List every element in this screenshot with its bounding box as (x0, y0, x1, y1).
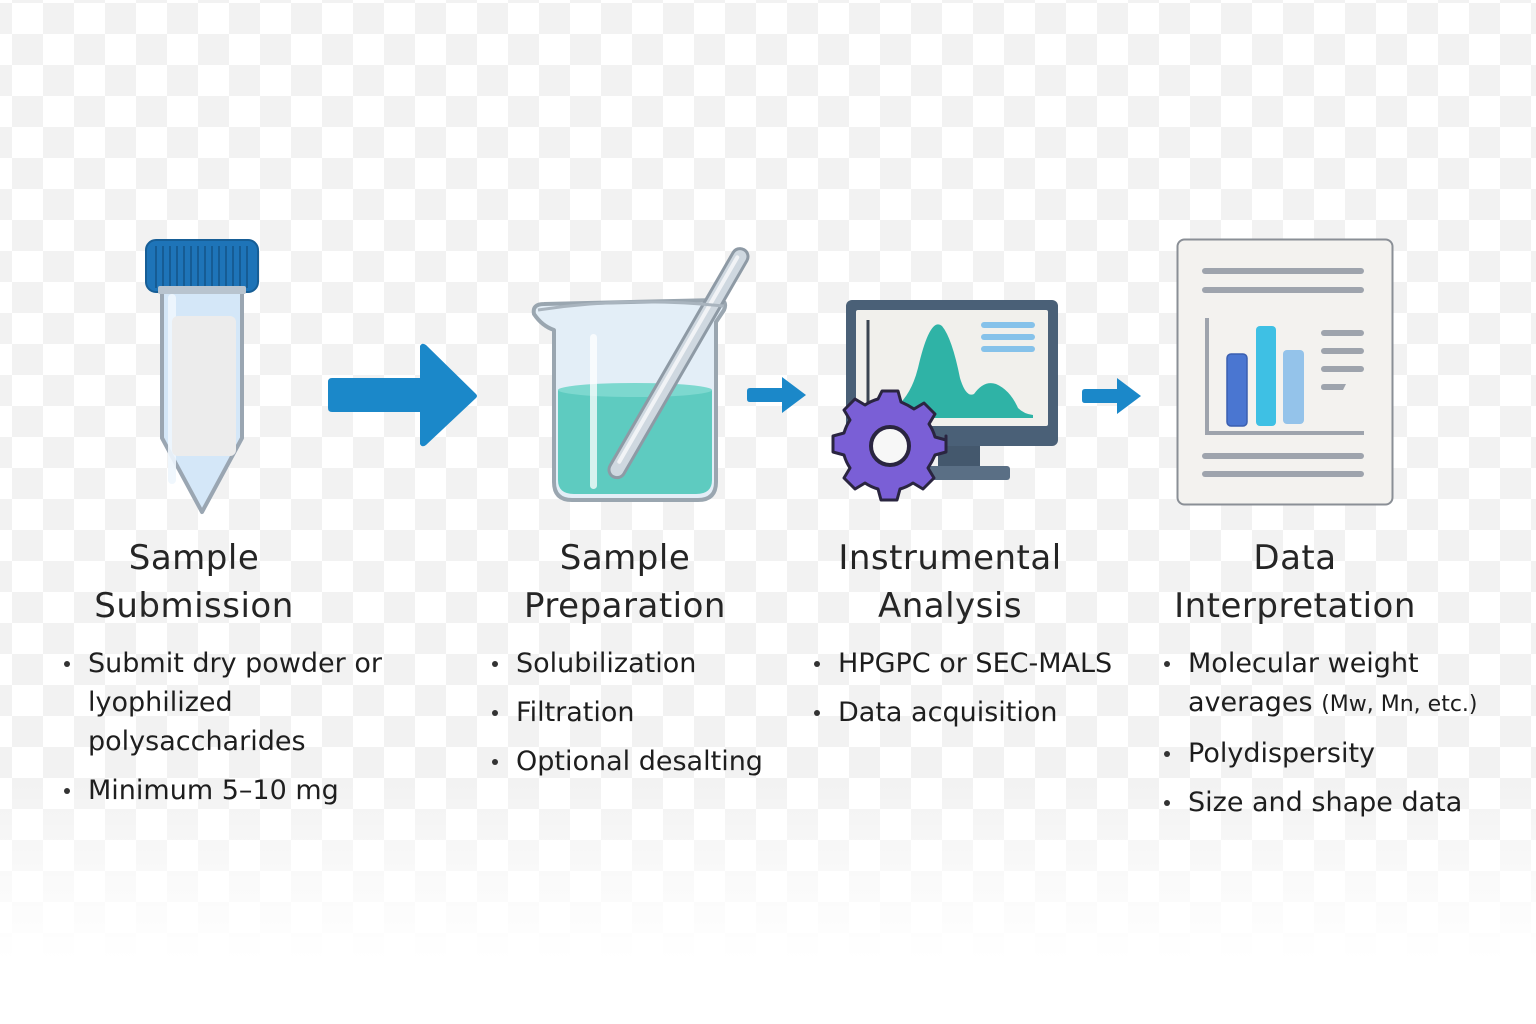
monitor-gear-icon (831, 298, 1063, 503)
step-bullets-data-interpretation: Molecular weight averages (Mw, Mn, etc.)… (1162, 644, 1532, 832)
title-line: Sample (559, 538, 691, 578)
step-title-data-interpretation: Data Interpretation (1150, 534, 1440, 630)
bullet-item: Data acquisition (812, 693, 1162, 732)
step-title-instrumental-analysis: Instrumental Analysis (812, 534, 1088, 630)
title-line: Data (1253, 538, 1337, 578)
step-bullets-sample-submission: Submit dry powder or lyophilized polysac… (62, 644, 382, 820)
bullet-item: Submit dry powder or lyophilized polysac… (62, 644, 382, 761)
bullet-item: Filtration (490, 693, 790, 732)
step-title-sample-submission: Sample Submission (60, 534, 328, 630)
bullet-item: Polydispersity (1162, 734, 1532, 773)
title-line: Analysis (877, 586, 1023, 626)
step-bullets-sample-preparation: Solubilization Filtration Optional desal… (490, 644, 790, 791)
bullet-text: Molecular weight (1188, 648, 1419, 679)
title-line: Interpretation (1174, 586, 1416, 626)
bullet-item: Size and shape data (1162, 783, 1532, 822)
bullet-item: Optional desalting (490, 742, 790, 781)
centrifuge-tube-icon (140, 236, 265, 521)
bullet-item: Minimum 5–10 mg (62, 771, 382, 810)
beaker-icon (528, 234, 750, 509)
title-line: Preparation (524, 586, 726, 626)
step-title-sample-preparation: Sample Preparation (490, 534, 760, 630)
bullet-item: Solubilization (490, 644, 790, 683)
bullet-text: averages (1188, 687, 1313, 718)
bullet-item: Molecular weight (1162, 644, 1532, 683)
report-chart-icon (1176, 238, 1394, 506)
bullet-item-continuation: averages (Mw, Mn, etc.) (1162, 683, 1532, 724)
bullet-subscript-text: (Mw, Mn, etc.) (1321, 692, 1478, 717)
bullet-item: HPGPC or SEC-MALS (812, 644, 1162, 683)
arrow-right-icon (326, 342, 478, 448)
arrow-right-icon (1081, 376, 1143, 416)
title-line: Instrumental (838, 538, 1062, 578)
title-line: Submission (94, 586, 294, 626)
arrow-right-icon (746, 375, 808, 415)
step-bullets-instrumental-analysis: HPGPC or SEC-MALS Data acquisition (812, 644, 1162, 742)
title-line: Sample (128, 538, 260, 578)
